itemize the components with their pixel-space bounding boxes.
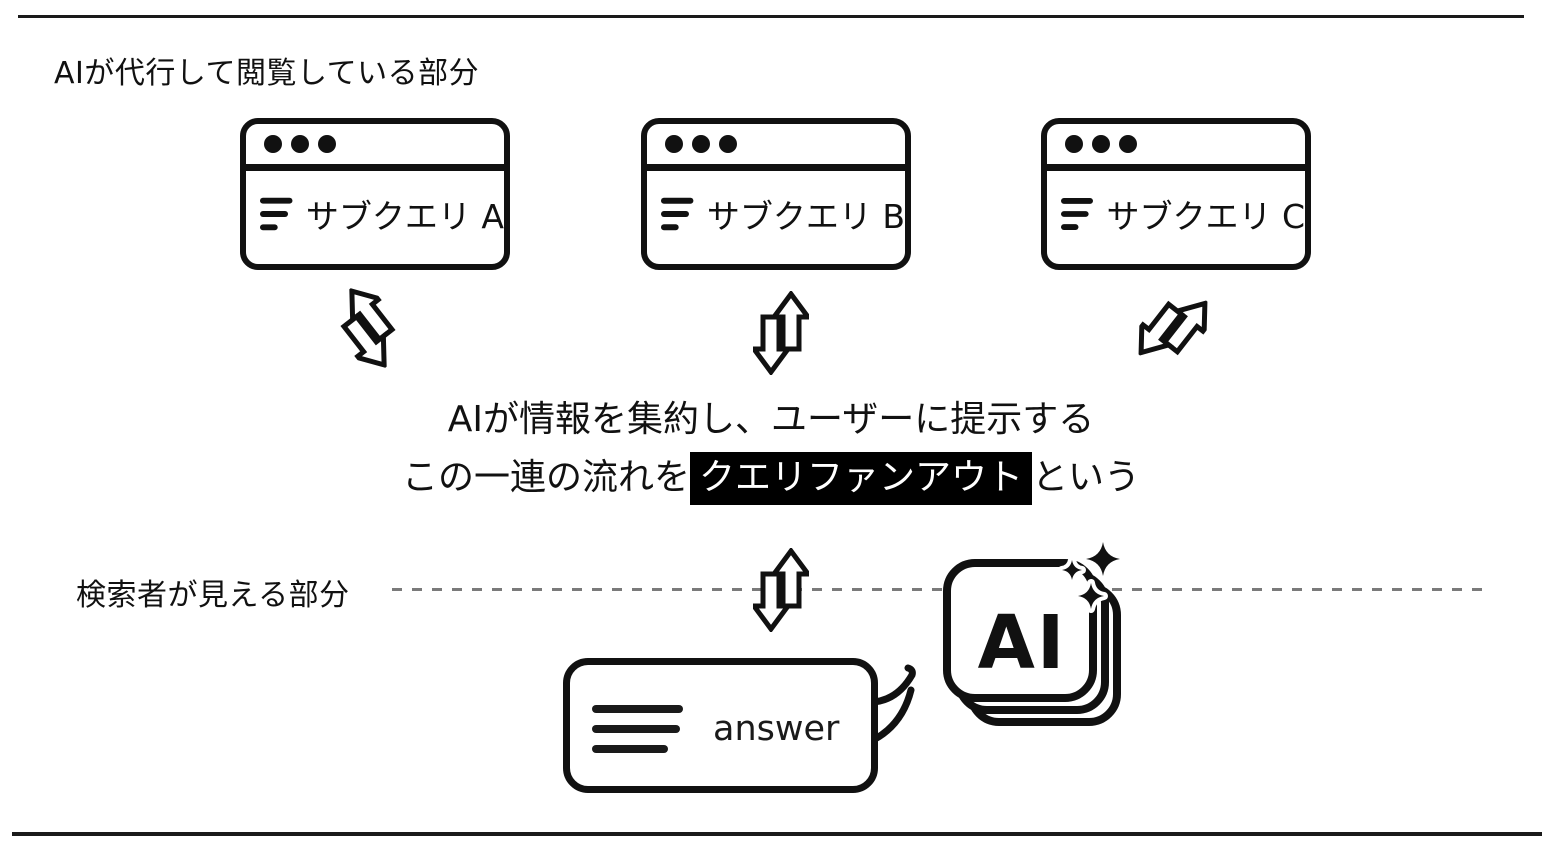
double-arrow-icon	[1125, 278, 1221, 379]
sparkle-icon	[1081, 538, 1125, 581]
window-dot-icon	[692, 135, 710, 153]
browser-window-subquery-b: サブクエリ B	[641, 118, 911, 270]
hamburger-icon	[1061, 198, 1093, 230]
double-arrow-icon	[320, 278, 416, 379]
window-dot-icon	[264, 135, 282, 153]
answer-speech-bubble: answer	[563, 658, 878, 793]
browser-window-subquery-a: サブクエリ A	[240, 118, 510, 270]
window-dot-icon	[318, 135, 336, 153]
sparkle-icon	[1074, 579, 1108, 613]
window-dot-icon	[1119, 135, 1137, 153]
center-text-line2-prefix: この一連の流れを	[401, 457, 690, 498]
browser-window-subquery-c: サブクエリ C	[1041, 118, 1311, 270]
window-content: サブクエリ A	[246, 171, 504, 257]
subquery-label: サブクエリ B	[706, 197, 905, 236]
subquery-label: サブクエリ A	[305, 197, 504, 236]
query-fanout-highlight: クエリファンアウト	[689, 452, 1032, 505]
visibility-divider-dashed-line	[392, 588, 1487, 591]
hidden-section-label: AIが代行して閲覧している部分	[54, 56, 480, 91]
ai-badge-label: AI	[978, 600, 1067, 686]
double-arrow-icon	[753, 548, 809, 632]
window-titlebar	[1047, 124, 1305, 171]
window-content: サブクエリ C	[1047, 171, 1305, 257]
subquery-label: サブクエリ C	[1106, 197, 1305, 236]
window-dot-icon	[291, 135, 309, 153]
answer-label: answer	[713, 709, 840, 749]
text-lines-icon	[592, 705, 683, 753]
window-content: サブクエリ B	[647, 171, 905, 257]
center-text-line1: AIが情報を集約し、ユーザーに提示する	[447, 399, 1095, 440]
window-titlebar	[647, 124, 905, 171]
window-dot-icon	[665, 135, 683, 153]
center-text-line2: この一連の流れをクエリファンアウトという	[0, 448, 1542, 505]
window-dot-icon	[1065, 135, 1083, 153]
sparkle-icon	[1058, 556, 1086, 584]
ai-badge-icon: AI	[943, 538, 1125, 726]
double-arrow-icon	[753, 291, 809, 375]
window-dot-icon	[719, 135, 737, 153]
window-dot-icon	[1092, 135, 1110, 153]
hamburger-icon	[661, 197, 694, 231]
visible-section-label: 検索者が見える部分	[76, 578, 350, 613]
ai-badge-front-card	[943, 559, 1097, 702]
top-border-line	[18, 15, 1524, 18]
center-text-line2-suffix: という	[1032, 457, 1141, 498]
hamburger-icon	[260, 197, 293, 231]
bottom-border-line	[12, 832, 1542, 836]
window-titlebar	[246, 124, 504, 171]
